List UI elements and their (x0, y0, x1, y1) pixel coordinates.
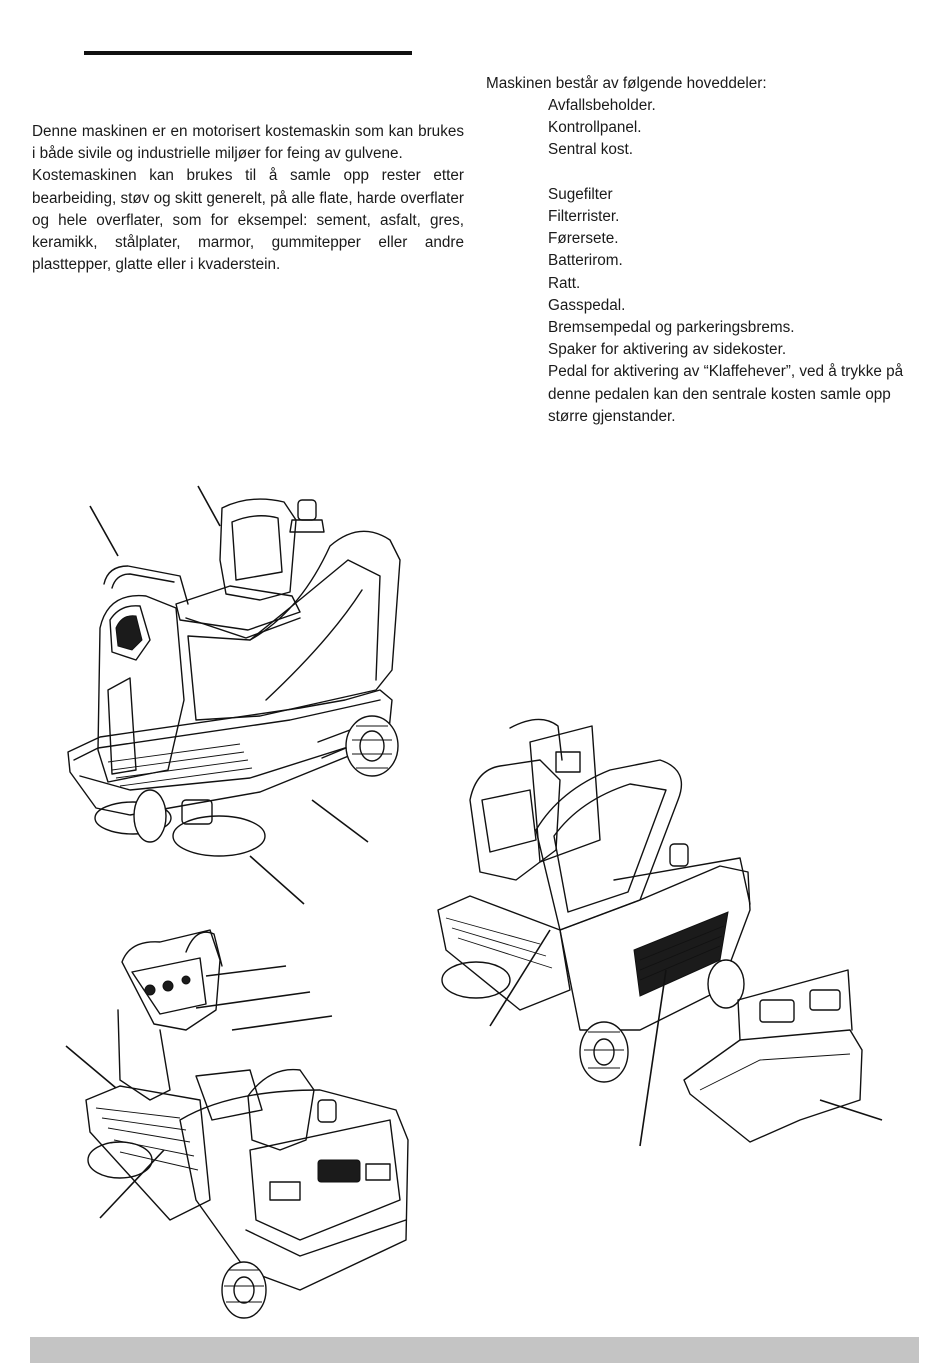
sweeper-rear-view (65, 929, 409, 1319)
parts-heading: Maskinen består av følgende hoveddeler: (486, 75, 767, 92)
parts-list-item: Førersete. (548, 230, 619, 248)
intro-text: Denne maskinen er en motorisert kostemas… (32, 121, 464, 276)
sweeper-front-view (67, 485, 401, 905)
parts-list-item: Sentral kost. (548, 141, 634, 159)
parts-list-item: Kontrollpanel. (548, 119, 642, 137)
sweeper-open-view (437, 718, 883, 1147)
parts-list-item: Spaker for aktivering av sidekoster. (548, 341, 787, 359)
intro-paragraph-1: Denne maskinen er en motorisert kostemas… (32, 123, 464, 163)
parts-list-item: Ratt. (548, 274, 581, 292)
parts-list-item: Avfallsbeholder. (548, 97, 656, 114)
footer-bar (30, 1337, 919, 1363)
parts-list: Avfallsbeholder. Kontrollpanel. Sentral … (548, 95, 928, 428)
parts-list-item: Batterirom. (548, 252, 623, 270)
title-rule (84, 51, 412, 55)
parts-list-item: Bremsempedal og parkeringsbrems. (548, 319, 795, 337)
intro-paragraph-2: Kostemaskinen kan brukes til å samle opp… (32, 167, 464, 274)
parts-list-item: Pedal for aktivering av “Klaffehever”, v… (548, 363, 904, 425)
parts-list-item: Sugefilter (548, 185, 613, 203)
parts-list-item: Filterrister. (548, 208, 620, 225)
machine-illustration (65, 485, 883, 1319)
parts-list-item: Gasspedal. (548, 296, 626, 314)
